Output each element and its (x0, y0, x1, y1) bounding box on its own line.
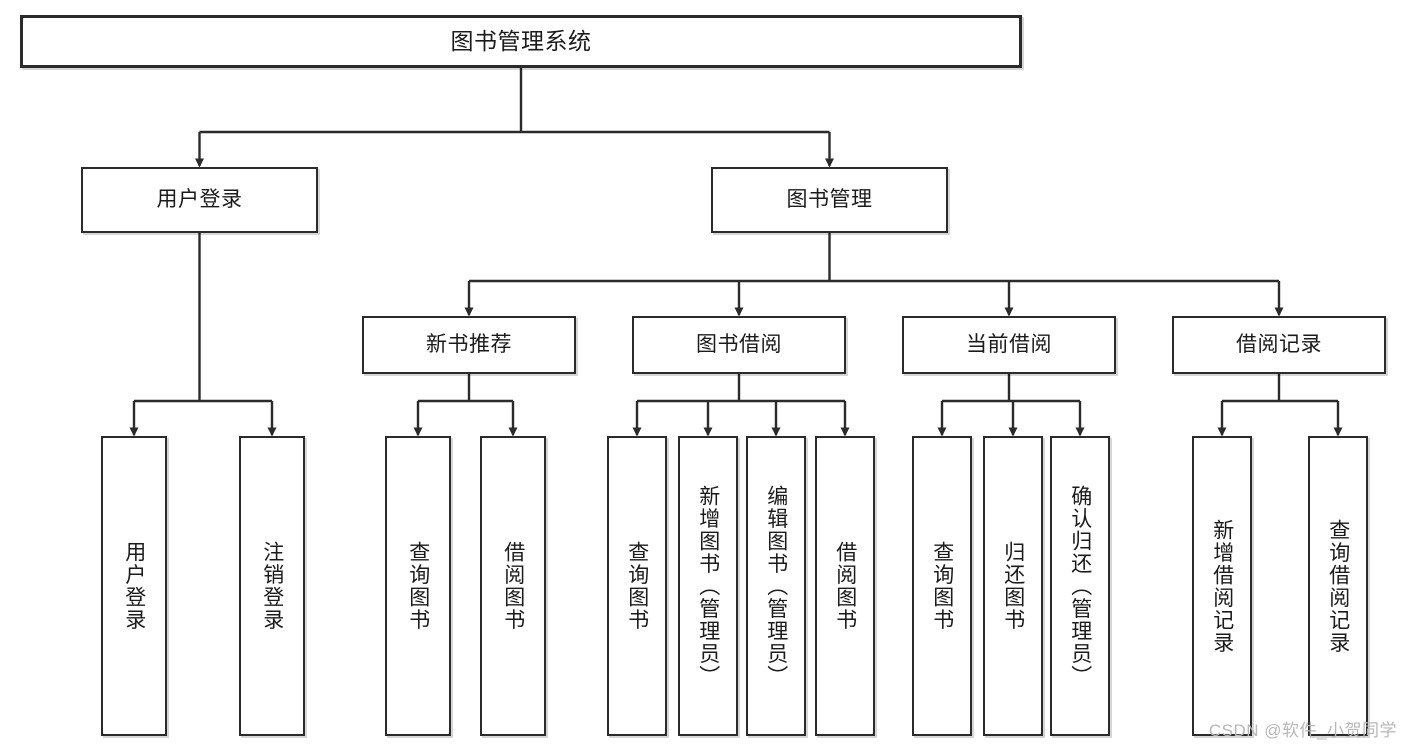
node-leaf-cur-query[interactable]: 查询图书 (912, 436, 972, 736)
node-label: 用户登录 (156, 187, 243, 211)
node-label: 查询图书 (625, 541, 649, 631)
node-leaf-cur-return[interactable]: 归还图书 (983, 436, 1043, 736)
node-leaf-bk-query[interactable]: 查询图书 (607, 436, 667, 736)
node-leaf-user-logout[interactable]: 注销登录 (239, 436, 305, 736)
node-leaf-user-login[interactable]: 用户登录 (101, 436, 167, 736)
node-label: 新增借阅记录 (1210, 518, 1234, 654)
node-leaf-cur-confirm[interactable]: 确认归还（管理员） (1050, 436, 1110, 736)
node-label: 借阅记录 (1236, 332, 1322, 356)
node-label: 编辑图书（管理员） (764, 484, 788, 688)
node-label: 查询图书 (406, 541, 430, 631)
node-label: 图书借阅 (696, 332, 782, 356)
node-records[interactable]: 借阅记录 (1172, 316, 1386, 374)
node-label: 新书推荐 (426, 332, 512, 356)
node-leaf-nb-query[interactable]: 查询图书 (385, 436, 451, 736)
node-label: 图书管理 (786, 187, 873, 211)
node-label: 查询借阅记录 (1326, 518, 1350, 654)
node-bookmgmt[interactable]: 图书管理 (711, 167, 948, 233)
node-label: 当前借阅 (966, 332, 1052, 356)
node-label: 确认归还（管理员） (1068, 484, 1092, 688)
node-label: 借阅图书 (501, 541, 525, 631)
node-label: 注销登录 (260, 541, 284, 631)
node-label: 借阅图书 (833, 541, 857, 631)
node-label: 新增图书（管理员） (696, 484, 720, 688)
node-label: 查询图书 (930, 541, 954, 631)
node-leaf-bk-add[interactable]: 新增图书（管理员） (678, 436, 738, 736)
node-label: 图书管理系统 (450, 27, 592, 54)
node-login[interactable]: 用户登录 (81, 167, 318, 233)
node-label: 用户登录 (122, 541, 146, 631)
node-label: 归还图书 (1001, 541, 1025, 631)
node-newbook[interactable]: 新书推荐 (362, 316, 576, 374)
node-leaf-rec-query[interactable]: 查询借阅记录 (1308, 436, 1368, 736)
node-current[interactable]: 当前借阅 (902, 316, 1116, 374)
node-leaf-nb-borrow[interactable]: 借阅图书 (480, 436, 546, 736)
node-root[interactable]: 图书管理系统 (20, 15, 1022, 68)
node-borrow[interactable]: 图书借阅 (632, 316, 846, 374)
node-leaf-rec-add[interactable]: 新增借阅记录 (1192, 436, 1252, 736)
node-leaf-bk-borrow[interactable]: 借阅图书 (815, 436, 875, 736)
node-leaf-bk-edit[interactable]: 编辑图书（管理员） (746, 436, 806, 736)
